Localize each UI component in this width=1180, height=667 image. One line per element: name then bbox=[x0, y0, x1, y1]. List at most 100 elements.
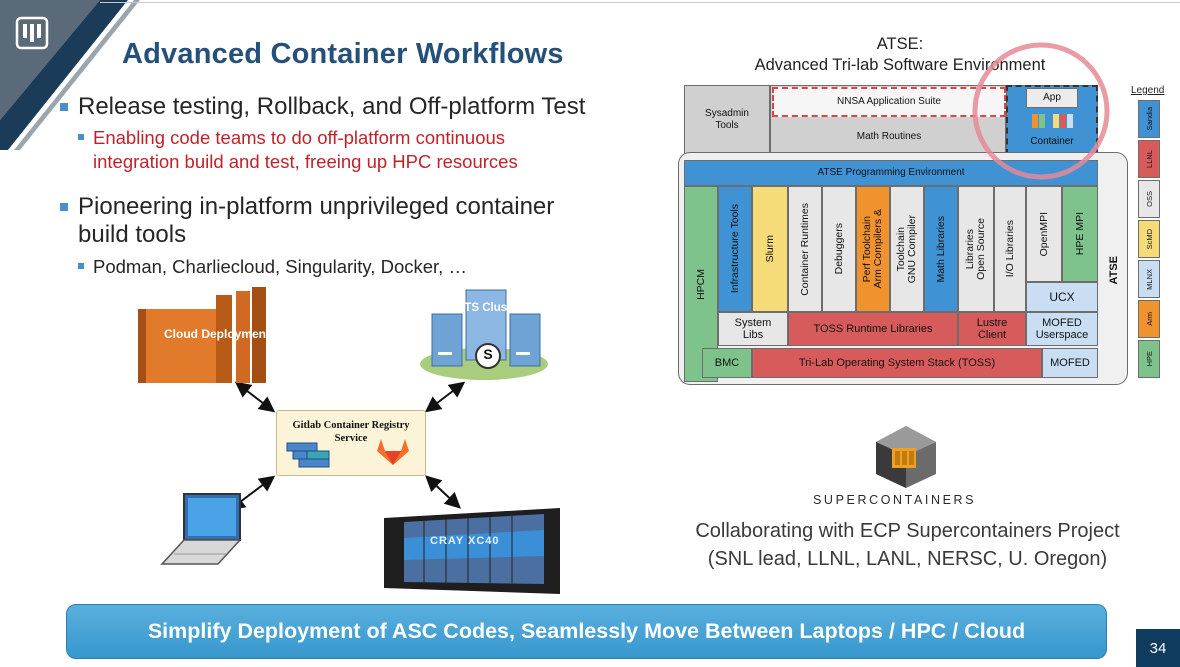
sysadmin-line-2: Tools bbox=[715, 120, 739, 131]
legend-label: MLNX bbox=[1144, 268, 1154, 290]
math-libraries-box: Math Libraries bbox=[924, 186, 958, 312]
toss-box: Tri-Lab Operating System Stack (TOSS) bbox=[752, 348, 1042, 378]
lustre-line-1: Lustre bbox=[976, 317, 1008, 329]
oss-label-line-1: Open Source bbox=[975, 218, 987, 280]
summary-banner: Simplify Deployment of ASC Codes, Seamle… bbox=[66, 604, 1107, 659]
sub-bullet-marker bbox=[78, 134, 84, 140]
slurm-box: Slurm bbox=[752, 186, 788, 312]
cts-cluster-label: CTS Cluster bbox=[456, 302, 522, 314]
legend-item-hpe: HPE bbox=[1138, 340, 1160, 378]
atse-side-label: ATSE bbox=[1104, 160, 1124, 380]
sysadmin-line-1: Sysadmin bbox=[705, 108, 749, 119]
legend-label: Sandia bbox=[1144, 107, 1154, 131]
arm-label-line-1: Arm Compilers & bbox=[872, 209, 884, 289]
supercomputer-icon bbox=[384, 508, 560, 594]
legend-item-arm: Arm bbox=[1138, 300, 1160, 338]
legend-title: Legend bbox=[1131, 85, 1165, 96]
legend-item-mlnx: MLNX bbox=[1138, 260, 1160, 298]
registry-icons bbox=[286, 439, 409, 468]
cray-label: CRAY XC40 bbox=[430, 535, 500, 547]
atse-title: ATSE: Advanced Tri-lab Software Environm… bbox=[690, 34, 1110, 76]
debuggers-box: Debuggers bbox=[822, 186, 856, 312]
gitlab-icon bbox=[377, 439, 409, 465]
programming-environment-box: ATSE Programming Environment bbox=[684, 160, 1098, 186]
system-libs-line-2: Libs bbox=[742, 329, 764, 341]
sub-bullet-1-line-1: Enabling code teams to do off-platform c… bbox=[93, 127, 506, 148]
legend-label: Arm bbox=[1144, 312, 1154, 326]
cloud-blocks-icon bbox=[138, 287, 266, 383]
corner-decoration bbox=[0, 0, 140, 150]
open-source-libraries-box: Libraries Open Source bbox=[958, 186, 994, 312]
cloud-deployment-label: Cloud Deployment bbox=[164, 327, 271, 341]
atse-side-text: ATSE bbox=[1108, 255, 1120, 285]
container-runtimes-label: Container Runtimes bbox=[798, 202, 811, 296]
registry-label-line-1: Gitlab Container Registry bbox=[292, 420, 410, 431]
supercontainers-name: SUPERCONTAINERS bbox=[813, 493, 977, 507]
system-libs-line-1: System bbox=[734, 317, 772, 329]
lustre-client-box: Lustre Client bbox=[958, 312, 1026, 346]
hpe-mpi-box: HPE MPI bbox=[1062, 186, 1098, 282]
cray-xc40-node: CRAY XC40 bbox=[384, 508, 560, 594]
sub-bullet-1-line-2: integration build and test, freeing up H… bbox=[93, 151, 518, 172]
highlight-circle bbox=[972, 42, 1110, 180]
debuggers-label: Debuggers bbox=[832, 223, 845, 275]
openmpi-box: OpenMPI bbox=[1026, 186, 1062, 282]
mofed-userspace-box: MOFED Userspace bbox=[1026, 312, 1098, 346]
gitlab-registry-node: Gitlab Container Registry Service bbox=[276, 410, 426, 476]
lustre-line-2: Client bbox=[977, 329, 1007, 341]
app-box: App bbox=[1026, 88, 1078, 108]
gnu-compiler-box: Toolchain GNU Compiler bbox=[890, 186, 924, 312]
gnu-label-line-1: GNU Compiler bbox=[906, 214, 918, 284]
registry-label: Gitlab Container Registry Service bbox=[277, 419, 425, 445]
collaboration-line-2: (SNL lead, LLNL, LANL, NERSC, U. Oregon) bbox=[707, 548, 1108, 570]
sandia-logo-icon bbox=[15, 16, 49, 50]
legend-item-oss: OSS bbox=[1138, 180, 1160, 218]
sub-bullet-2: Podman, Charliecloud, Singularity, Docke… bbox=[93, 256, 467, 277]
sysadmin-tools-box: Sysadmin Tools bbox=[684, 85, 770, 155]
hpe-mpi-label: HPE MPI bbox=[1073, 212, 1086, 256]
supercontainers-logo-icon bbox=[876, 426, 936, 488]
container-stack-icon bbox=[286, 442, 330, 468]
arm-compilers-box: Perf Toolchain Arm Compilers & bbox=[856, 186, 890, 312]
registry-label-line-2: Service bbox=[334, 433, 368, 444]
legend-item-llnl: LLNL bbox=[1138, 140, 1160, 178]
cts-cluster-node: CTS Cluster S bbox=[418, 282, 548, 382]
legend-label: ScMD bbox=[1144, 228, 1154, 250]
legend-label: LLNL bbox=[1144, 150, 1154, 168]
top-rule bbox=[100, 2, 1180, 3]
mofed-userspace-line-1: MOFED bbox=[1042, 317, 1082, 329]
infrastructure-tools-label: Infrastructure Tools bbox=[728, 204, 741, 294]
slurm-label: Slurm bbox=[763, 235, 776, 263]
io-libraries-label: I/O Libraries bbox=[1003, 220, 1016, 278]
bullet-1: Release testing, Rollback, and Off-platf… bbox=[78, 93, 586, 120]
collaboration-text: Collaborating with ECP Supercontainers P… bbox=[660, 517, 1155, 573]
atse-title-line-1: ATSE: bbox=[876, 35, 924, 53]
atse-title-line-2: Advanced Tri-lab Software Environment bbox=[754, 56, 1046, 74]
collaboration-line-1: Collaborating with ECP Supercontainers P… bbox=[695, 520, 1120, 542]
container-runtimes-box: Container Runtimes bbox=[788, 186, 822, 312]
bmc-box: BMC bbox=[702, 348, 752, 378]
mofed-box: MOFED bbox=[1042, 348, 1098, 378]
openmpi-label: OpenMPI bbox=[1037, 211, 1050, 257]
io-libraries-box: I/O Libraries bbox=[994, 186, 1026, 312]
laptop-icon bbox=[160, 493, 242, 565]
page-number: 34 bbox=[1136, 629, 1180, 667]
slide-title: Advanced Container Workflows bbox=[122, 38, 564, 70]
container-stack-icon bbox=[1032, 114, 1073, 128]
cloud-deployment-node: Cloud Deployment bbox=[138, 287, 272, 387]
math-libraries-label: Math Libraries bbox=[934, 215, 947, 283]
bullet-2-line-1: Pioneering in-platform unprivileged cont… bbox=[78, 193, 555, 220]
legend-label: OSS bbox=[1144, 191, 1154, 207]
banner-text: Simplify Deployment of ASC Codes, Seamle… bbox=[147, 619, 1026, 643]
bullet-2-line-2: build tools bbox=[78, 221, 187, 248]
system-libs-box: System Libs bbox=[718, 312, 788, 346]
math-routines-box: Math Routines bbox=[856, 131, 922, 142]
legend-label: HPE bbox=[1144, 351, 1154, 367]
container-label: Container bbox=[1030, 136, 1074, 147]
infrastructure-tools-box: Infrastructure Tools bbox=[718, 186, 752, 312]
server-cluster-icon bbox=[420, 289, 548, 380]
cluster-badge: S bbox=[483, 346, 493, 362]
mofed-userspace-line-2: Userspace bbox=[1035, 329, 1089, 341]
ucx-box: UCX bbox=[1026, 282, 1098, 312]
sub-bullet-marker bbox=[78, 263, 84, 269]
